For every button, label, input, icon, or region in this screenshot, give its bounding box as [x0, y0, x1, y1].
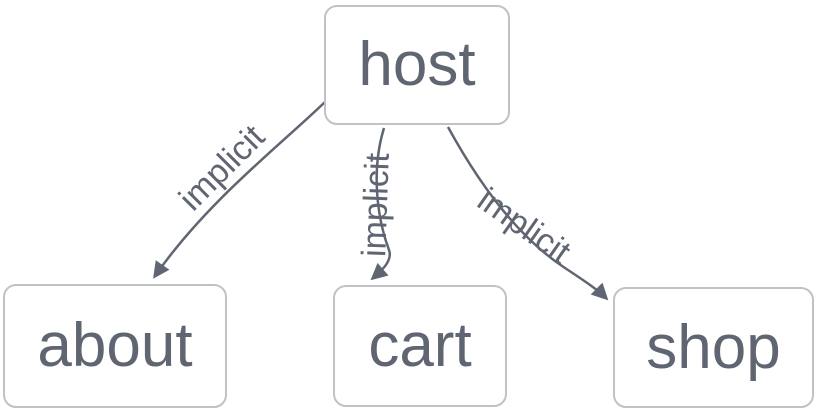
edge-host-about	[153, 100, 327, 279]
node-cart: cart	[333, 285, 507, 407]
edge-host-shop	[446, 126, 609, 301]
node-about-label: about	[37, 311, 193, 380]
edge-host-cart	[370, 127, 392, 281]
node-host-label: host	[358, 30, 476, 99]
node-cart-label: cart	[368, 311, 472, 380]
node-about: about	[3, 284, 227, 408]
node-shop: shop	[613, 287, 814, 408]
node-shop-label: shop	[646, 312, 781, 382]
node-host: host	[324, 5, 510, 125]
